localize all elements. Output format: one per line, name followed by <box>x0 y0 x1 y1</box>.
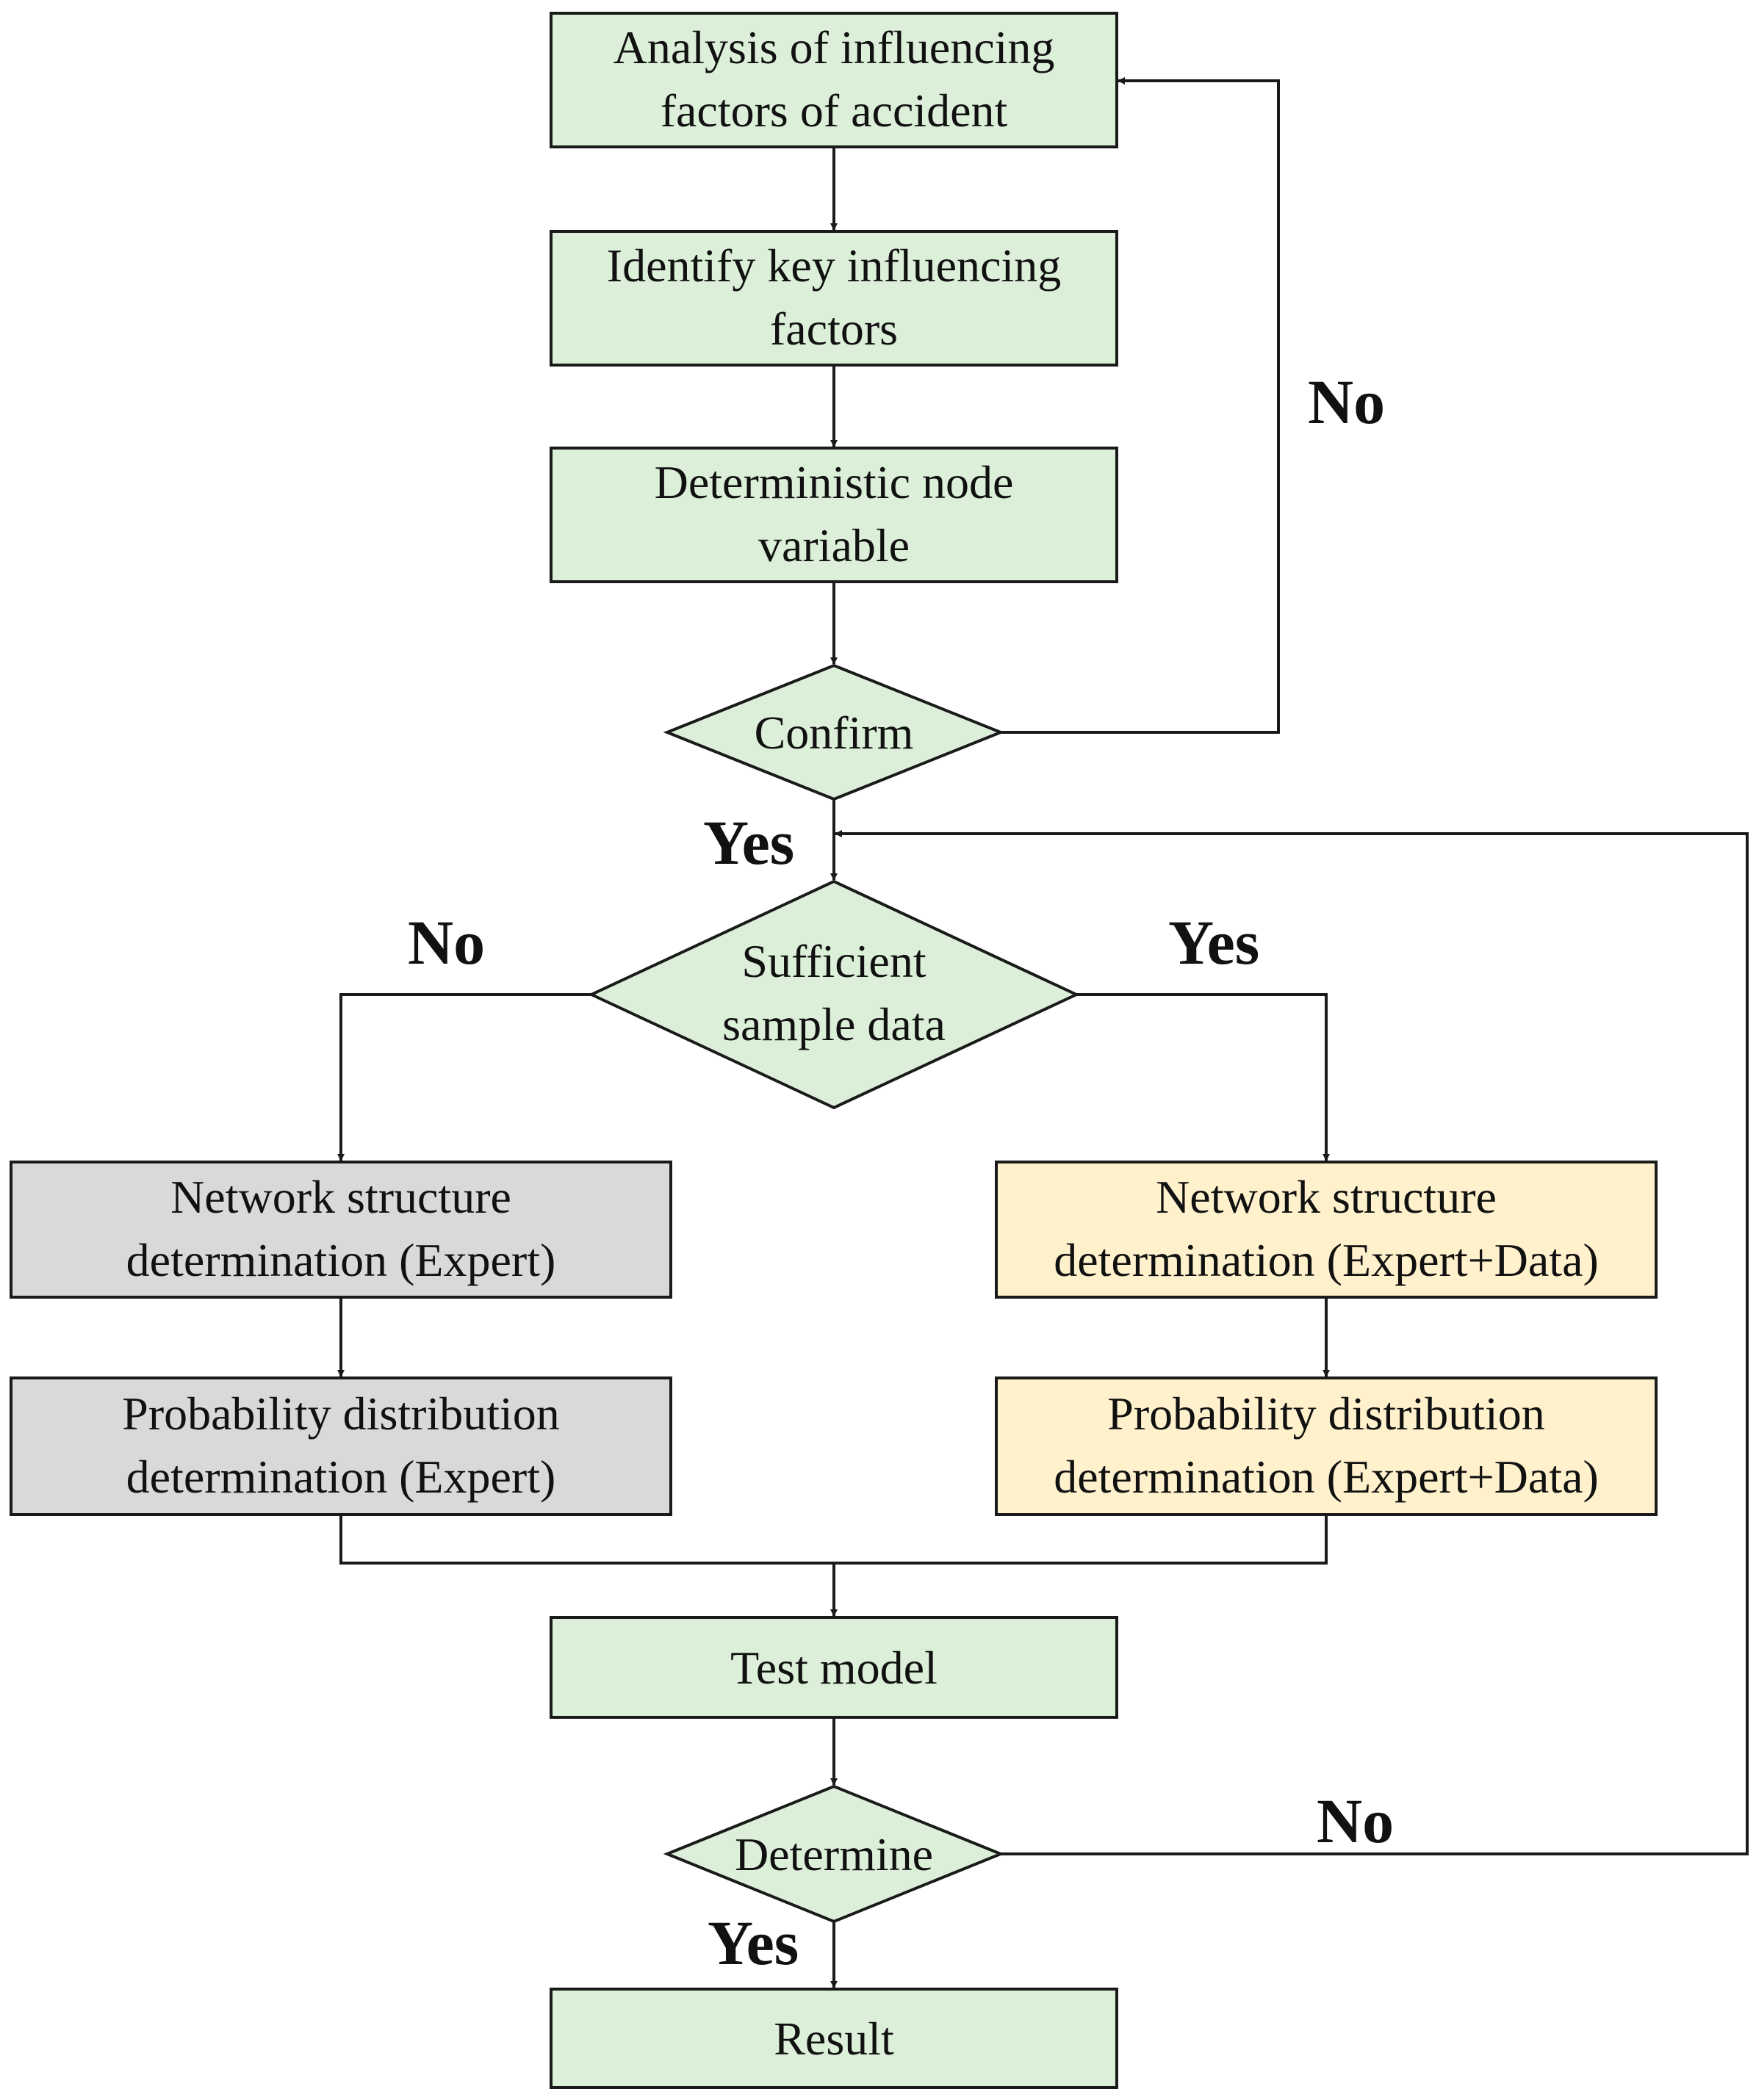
label-confirm-yes: Yes <box>703 807 794 878</box>
decision-sufficient: Sufficient sample data <box>588 879 1080 1110</box>
label-sufficient-yes: Yes <box>1168 907 1259 978</box>
edge-determine-no-loop <box>835 830 1749 1855</box>
node-result: Result <box>550 1988 1118 2089</box>
node-probability-data-line2: determination (Expert+Data) <box>1054 1451 1599 1503</box>
node-analysis: Analysis of influencing factors of accid… <box>550 12 1118 148</box>
node-network-expert-line1: Network structure <box>170 1171 511 1223</box>
node-deterministic: Deterministic node variable <box>550 447 1118 583</box>
node-network-expert-line2: determination (Expert) <box>126 1234 556 1286</box>
decision-determine: Determine <box>663 1784 1005 1924</box>
node-network-expert: Network structure determination (Expert) <box>10 1161 672 1299</box>
label-determine-no: No <box>1317 1786 1394 1856</box>
node-probability-data: Probability distribution determination (… <box>995 1376 1658 1516</box>
node-analysis-line1: Analysis of influencing <box>613 21 1055 73</box>
node-identify: Identify key influencing factors <box>550 230 1118 367</box>
label-confirm-no: No <box>1308 367 1385 437</box>
label-sufficient-no: No <box>408 907 485 978</box>
node-test-model-label: Test model <box>730 1642 938 1694</box>
node-result-label: Result <box>774 2013 894 2065</box>
decision-sufficient-line2: sample data <box>722 998 946 1050</box>
node-test-model: Test model <box>550 1616 1118 1719</box>
node-deterministic-line1: Deterministic node <box>655 456 1014 508</box>
node-network-data-line1: Network structure <box>1156 1171 1497 1223</box>
node-network-data: Network structure determination (Expert+… <box>995 1161 1658 1299</box>
decision-confirm-label: Confirm <box>755 707 914 759</box>
edge-confirm-no-loop <box>1001 77 1280 734</box>
edge-sufficient-no <box>337 993 591 1161</box>
decision-determine-label: Determine <box>735 1828 933 1880</box>
node-identify-line2: factors <box>770 303 898 355</box>
decision-sufficient-line1: Sufficient <box>741 935 926 987</box>
label-determine-yes: Yes <box>708 1908 799 1978</box>
node-probability-expert-line2: determination (Expert) <box>126 1451 556 1503</box>
node-probability-data-line1: Probability distribution <box>1107 1388 1545 1440</box>
node-network-data-line2: determination (Expert+Data) <box>1054 1234 1599 1286</box>
edge-sufficient-yes <box>1076 993 1330 1161</box>
node-analysis-line2: factors of accident <box>661 84 1008 137</box>
decision-confirm: Confirm <box>663 663 1005 801</box>
node-deterministic-line2: variable <box>758 519 910 571</box>
node-identify-line1: Identify key influencing <box>607 239 1061 292</box>
node-probability-expert: Probability distribution determination (… <box>10 1376 672 1516</box>
edge-merge-branches <box>339 1515 1328 1565</box>
node-probability-expert-line1: Probability distribution <box>122 1388 560 1440</box>
